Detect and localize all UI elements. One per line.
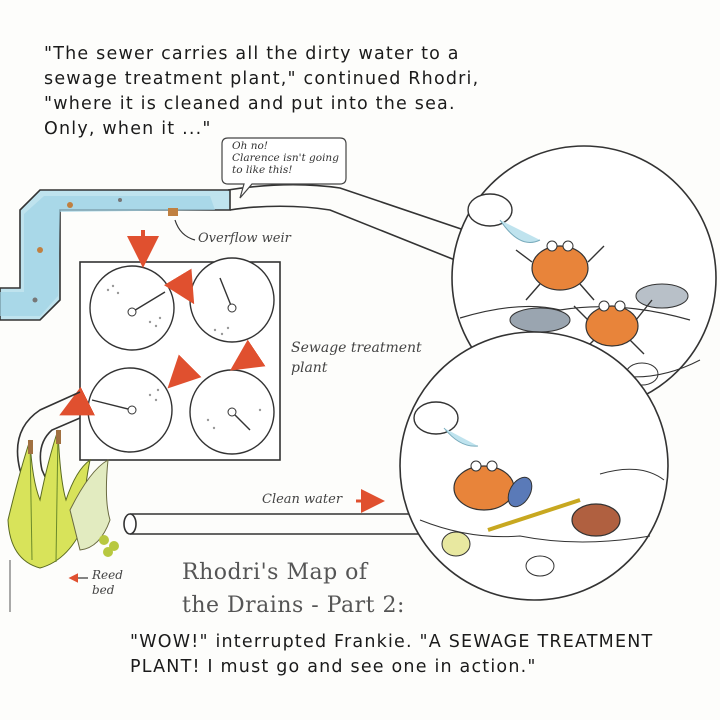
map-title: Rhodri's Map of the Drains - Part 2: [182,556,405,622]
dialogue-text: "WOW!" interrupted Frankie. "A SEWAGE TR… [130,630,690,680]
speech-bubble [221,137,347,199]
sewage-plant-label-line: Sewage treatment [291,340,422,356]
dialogue-line: "WOW!" interrupted Frankie. "A SEWAGE TR… [130,632,654,652]
speech-line: Oh no! [232,140,269,152]
sewage-plant-label-line: plant [291,360,328,376]
outflow-pipe [16,391,81,521]
sewage-plant-label: Sewage treatment plant [291,338,422,378]
clean-water-pipe [123,513,420,535]
speech-bubble-text: Oh no! Clarence isn't going to like this… [232,140,342,176]
reed-bed-label-line: bed [92,583,115,597]
crab-scene-lower [399,331,669,601]
dialogue-line: PLANT! I must go and see one in action." [130,657,537,677]
overflow-weir-label: Overflow weir [198,231,291,246]
clean-water-label: Clean water [262,492,343,507]
narration-line: Only, when it ..." [44,119,212,139]
reed-bed-label: Reed bed [92,568,123,598]
narration-line: sewage treatment plant," continued Rhodr… [44,69,480,89]
flow-arrows [59,230,266,416]
sewer-pipe [0,183,471,321]
speech-line: Clarence isn't going [232,152,339,164]
reed-bed-label-line: Reed [92,568,123,582]
overflow-weir-pointer [174,219,196,241]
narration-line: "The sewer carries all the dirty water t… [44,44,460,64]
map-title-line: the Drains - Part 2: [182,593,405,618]
speech-line: to like this! [232,164,293,176]
narration-line: "where it is cleaned and put into the se… [44,94,456,114]
narration-text: "The sewer carries all the dirty water t… [44,42,524,142]
reed-bed [7,429,119,612]
map-title-line: Rhodri's Map of [182,560,368,585]
